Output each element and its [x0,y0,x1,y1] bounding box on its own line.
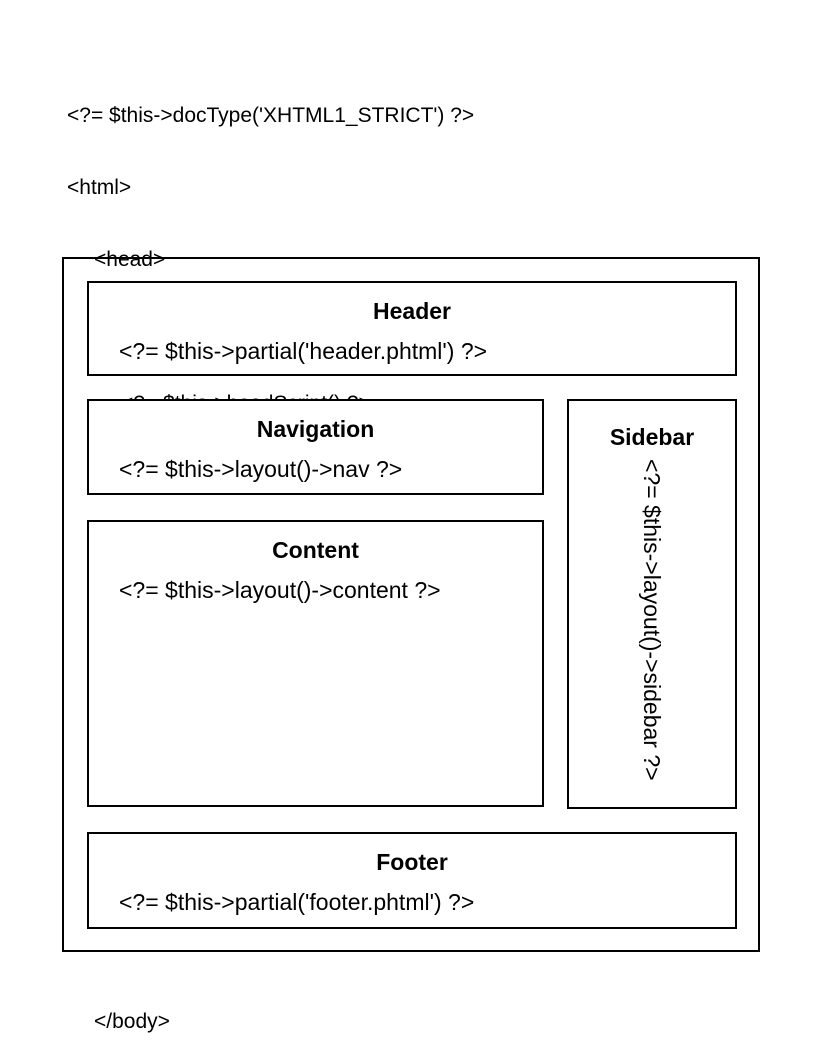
footer-box-title: Footer [376,849,448,875]
footer-box: Footer <?= $this->partial('footer.phtml'… [87,832,737,929]
code-line-body-close: </body> [94,1010,170,1033]
sidebar-box-title: Sidebar [609,424,695,450]
navigation-box-code: <?= $this->layout()->nav ?> [119,456,403,482]
header-box-title: Header [373,298,451,324]
bottom-code-block: </body> </html> [67,962,170,1056]
content-box-title: Content [272,537,359,563]
content-box-code: <?= $this->layout()->content ?> [119,577,441,603]
sidebar-box: Sidebar <?= $this->layout()->sidebar ?> [567,399,737,809]
body-wrapper-box: Header <?= $this->partial('header.phtml'… [62,257,760,952]
header-box-code: <?= $this->partial('header.phtml') ?> [119,338,488,364]
navigation-box: Navigation <?= $this->layout()->nav ?> [87,399,544,495]
footer-box-code: <?= $this->partial('footer.phtml') ?> [119,889,475,915]
sidebar-box-code: <?= $this->layout()->sidebar ?> [639,459,665,781]
code-line-doctype: <?= $this->docType('XHTML1_STRICT') ?> [67,104,475,127]
header-box: Header <?= $this->partial('header.phtml'… [87,281,737,376]
navigation-box-title: Navigation [256,416,375,442]
content-box: Content <?= $this->layout()->content ?> [87,520,544,807]
code-line-html-open: <html> [67,176,132,199]
code-line-head-open: <head> [94,248,166,271]
